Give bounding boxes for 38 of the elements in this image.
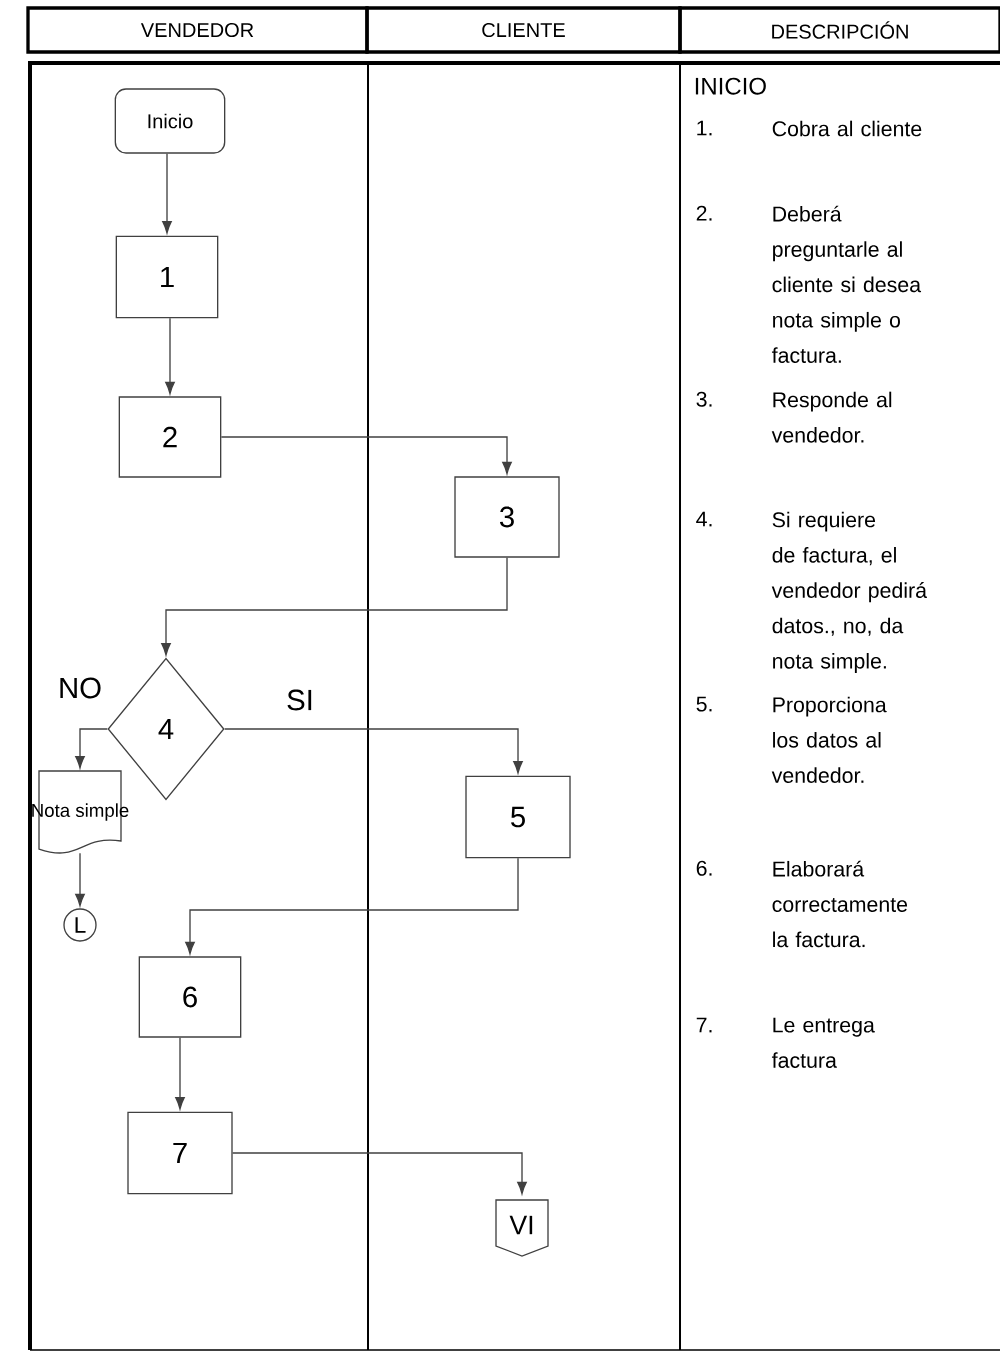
step-number: 5. xyxy=(696,696,712,712)
column-header: VENDEDOR xyxy=(26,6,369,54)
process-box: 1 xyxy=(115,235,219,319)
arrow xyxy=(75,852,85,907)
arrow xyxy=(185,857,519,955)
start-label: INICIO xyxy=(695,77,766,95)
arrow xyxy=(224,728,523,774)
process-box: 5 xyxy=(465,775,571,859)
edge-label: NO xyxy=(56,676,104,700)
arrow xyxy=(75,728,108,769)
step-description: Proporciona los datos al vendedor. xyxy=(771,696,887,783)
step-description: Deberá preguntarle al cliente si desea nota simple o factura. xyxy=(771,205,922,363)
terminal-box: Inicio xyxy=(114,88,226,154)
column-header: CLIENTE xyxy=(365,6,682,54)
arrow xyxy=(220,436,512,475)
arrow xyxy=(161,557,508,656)
arrow xyxy=(162,153,172,234)
step-number: 4. xyxy=(696,511,712,527)
arrow xyxy=(232,1152,527,1195)
step-description: Elaborará correctamente la factura. xyxy=(772,860,908,948)
process-box: 6 xyxy=(138,956,242,1038)
arrow xyxy=(165,317,175,395)
step-description: Si requiere de factura, el vendedor pedirá datos., no, da nota simple. xyxy=(771,511,927,673)
process-box: 3 xyxy=(454,476,560,558)
step-description: Responde al vendedor. xyxy=(771,391,892,443)
offpage-connector: VI xyxy=(495,1199,549,1257)
step-number: 1. xyxy=(697,120,712,136)
step-number: 2. xyxy=(696,205,712,221)
step-number: 7. xyxy=(696,1017,712,1033)
step-description: Le entrega factura xyxy=(771,1017,875,1068)
column-header: DESCRIPCIÓN xyxy=(678,6,1000,54)
edge-label: SI xyxy=(284,688,316,712)
process-box: 7 xyxy=(127,1111,233,1195)
process-box: 2 xyxy=(118,396,222,478)
step-description: Cobra al cliente xyxy=(772,120,922,137)
step-number: 6. xyxy=(696,860,712,876)
arrow xyxy=(175,1037,185,1110)
step-number: 3. xyxy=(696,391,712,407)
